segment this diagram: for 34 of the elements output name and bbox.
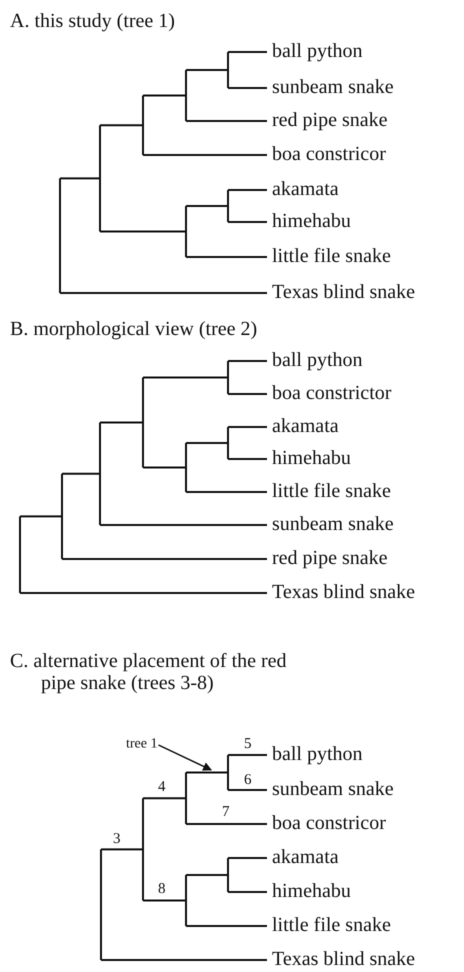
taxon-name: red pipe snake — [272, 108, 388, 131]
panel-title: A. this study (tree 1) — [10, 10, 175, 32]
taxon-name: akamata — [272, 178, 339, 200]
taxon-name: himehabu — [272, 210, 351, 232]
branch-number: 8 — [158, 880, 166, 898]
taxon-name: ball python — [272, 742, 363, 765]
branch-number: 5 — [244, 736, 252, 752]
taxon-name: Texas blind snake — [272, 580, 416, 603]
taxon-name: sunbeam snake — [272, 778, 394, 800]
branch-number: 4 — [158, 778, 166, 796]
taxon-name: little file snake — [272, 480, 391, 502]
taxon-name: little file snake — [272, 914, 391, 936]
taxon-name: Texas blind snake — [272, 280, 416, 303]
taxon-name: red pipe snake — [272, 546, 388, 569]
callout-text: tree 1 — [126, 736, 158, 752]
branch-number: 3 — [113, 830, 120, 848]
branch-number: 6 — [244, 772, 252, 788]
taxon-name: boa constrictor — [272, 382, 392, 404]
taxon-name: ball python — [272, 40, 363, 62]
taxon-name: himehabu — [272, 446, 351, 469]
taxon-name: boa constricor — [272, 812, 386, 834]
taxon-name: himehabu — [272, 880, 351, 902]
panel-title: C. alternative placement of the red pipe snake (trees 3-8) — [10, 650, 288, 694]
taxon-name: akamata — [272, 846, 339, 868]
arrow — [158, 744, 212, 771]
taxon-name: little file snake — [272, 244, 391, 267]
taxon-name: boa constricor — [272, 142, 386, 165]
taxon-name: sunbeam snake — [272, 76, 394, 98]
branch-number: 7 — [222, 804, 230, 820]
taxon-name: ball python — [272, 348, 363, 371]
taxon-name: Texas blind snake — [272, 948, 416, 970]
taxon-name: sunbeam snake — [272, 512, 394, 535]
taxon-name: akamata — [272, 414, 339, 437]
panel-title: B. morphological view (tree 2) — [10, 318, 258, 340]
